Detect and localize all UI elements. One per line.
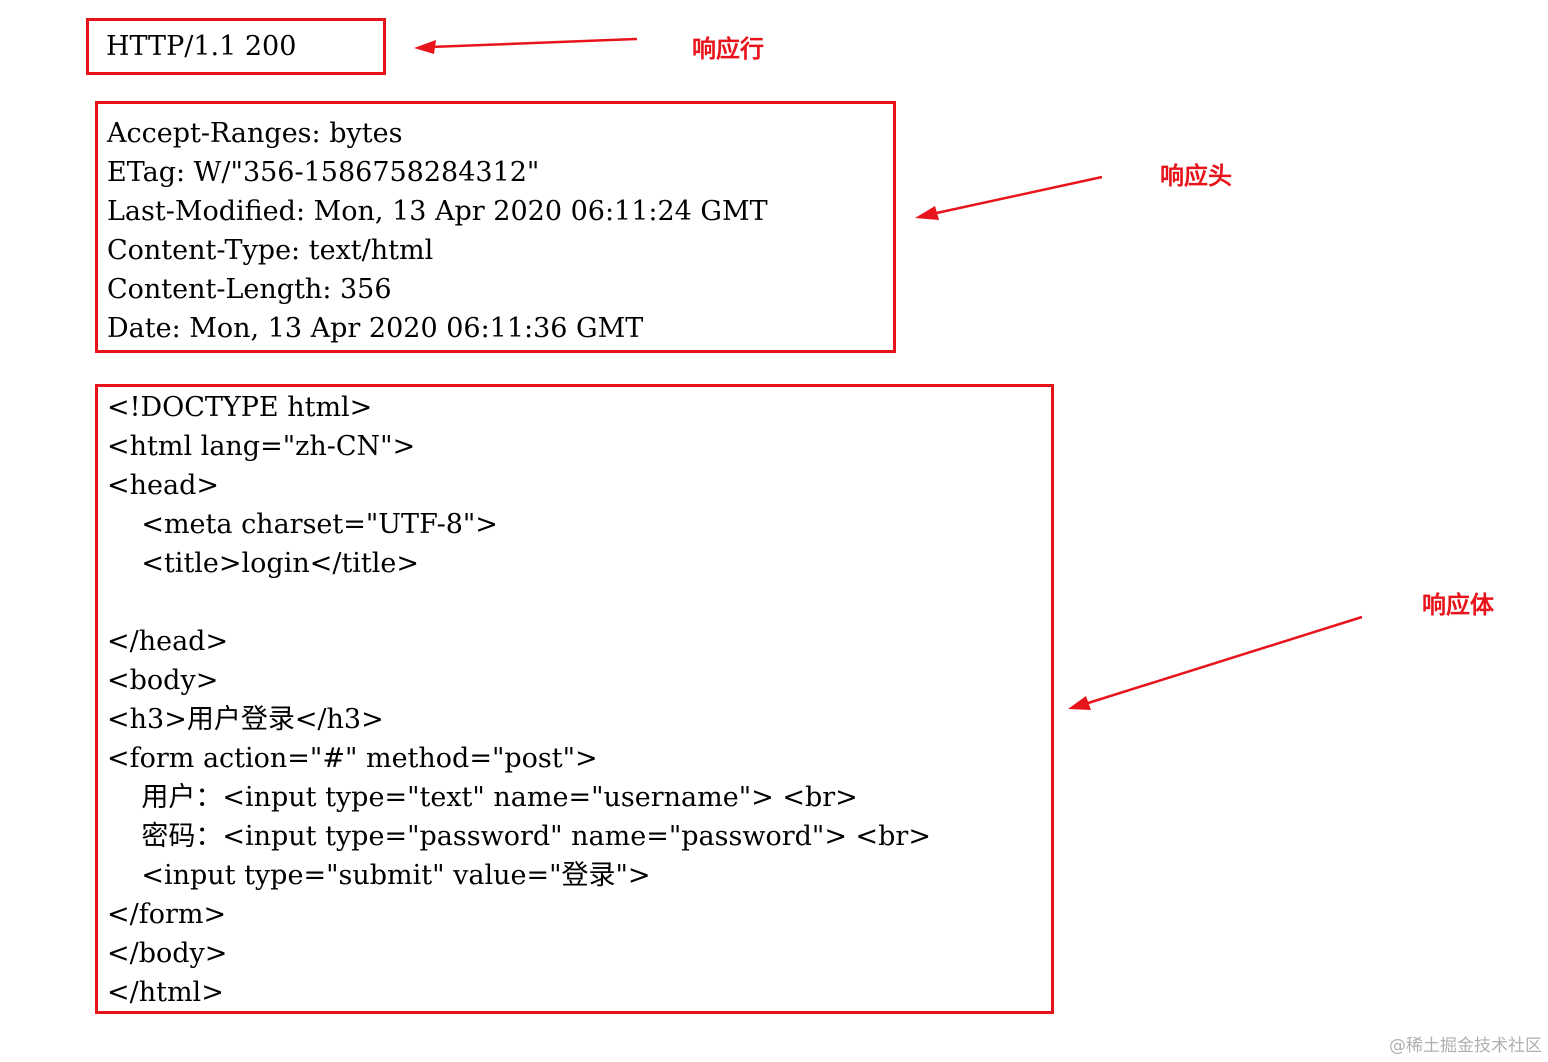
header-line: Accept-Ranges: bytes xyxy=(107,118,403,149)
body-line: </head> xyxy=(107,626,229,657)
header-line: Content-Length: 356 xyxy=(107,274,392,305)
body-arrow xyxy=(1068,615,1363,710)
body-line: <title>login</title> xyxy=(107,548,420,579)
status-line-label: 响应行 xyxy=(692,35,764,63)
body-line: <head> xyxy=(107,470,219,501)
body-line: <body> xyxy=(107,665,219,696)
body-line: <meta charset="UTF-8"> xyxy=(107,509,498,540)
body-line: <form action="#" method="post"> xyxy=(107,743,598,774)
status-line-box: HTTP/1.1 200 xyxy=(86,18,386,75)
header-line: Content-Type: text/html xyxy=(107,235,434,266)
status-line-arrow xyxy=(414,37,638,54)
header-line: Date: Mon, 13 Apr 2020 06:11:36 GMT xyxy=(107,313,644,344)
header-line: Last-Modified: Mon, 13 Apr 2020 06:11:24… xyxy=(107,196,768,227)
body-line: <h3>用户登录</h3> xyxy=(107,704,384,735)
response-headers-box: Accept-Ranges: bytes ETag: W/"356-158675… xyxy=(95,101,896,353)
body-label: 响应体 xyxy=(1422,591,1494,619)
response-body-box: <!DOCTYPE html> <html lang="zh-CN"> <hea… xyxy=(95,384,1054,1014)
body-line: </body> xyxy=(107,938,228,969)
body-line: <html lang="zh-CN"> xyxy=(107,431,416,462)
body-line: </html> xyxy=(107,977,224,1008)
headers-label: 响应头 xyxy=(1160,162,1232,190)
body-line: </form> xyxy=(107,899,227,930)
body-line: 用户：<input type="text" name="username"> <… xyxy=(107,782,858,813)
body-line: <!DOCTYPE html> xyxy=(107,392,373,423)
header-line: ETag: W/"356-1586758284312" xyxy=(107,157,540,188)
body-line: <input type="submit" value="登录"> xyxy=(107,860,651,891)
watermark: @稀土掘金技术社区 xyxy=(1389,1036,1542,1056)
status-line-text: HTTP/1.1 200 xyxy=(106,31,297,62)
body-line: 密码：<input type="password" name="password… xyxy=(107,821,931,852)
headers-arrow xyxy=(915,175,1103,220)
